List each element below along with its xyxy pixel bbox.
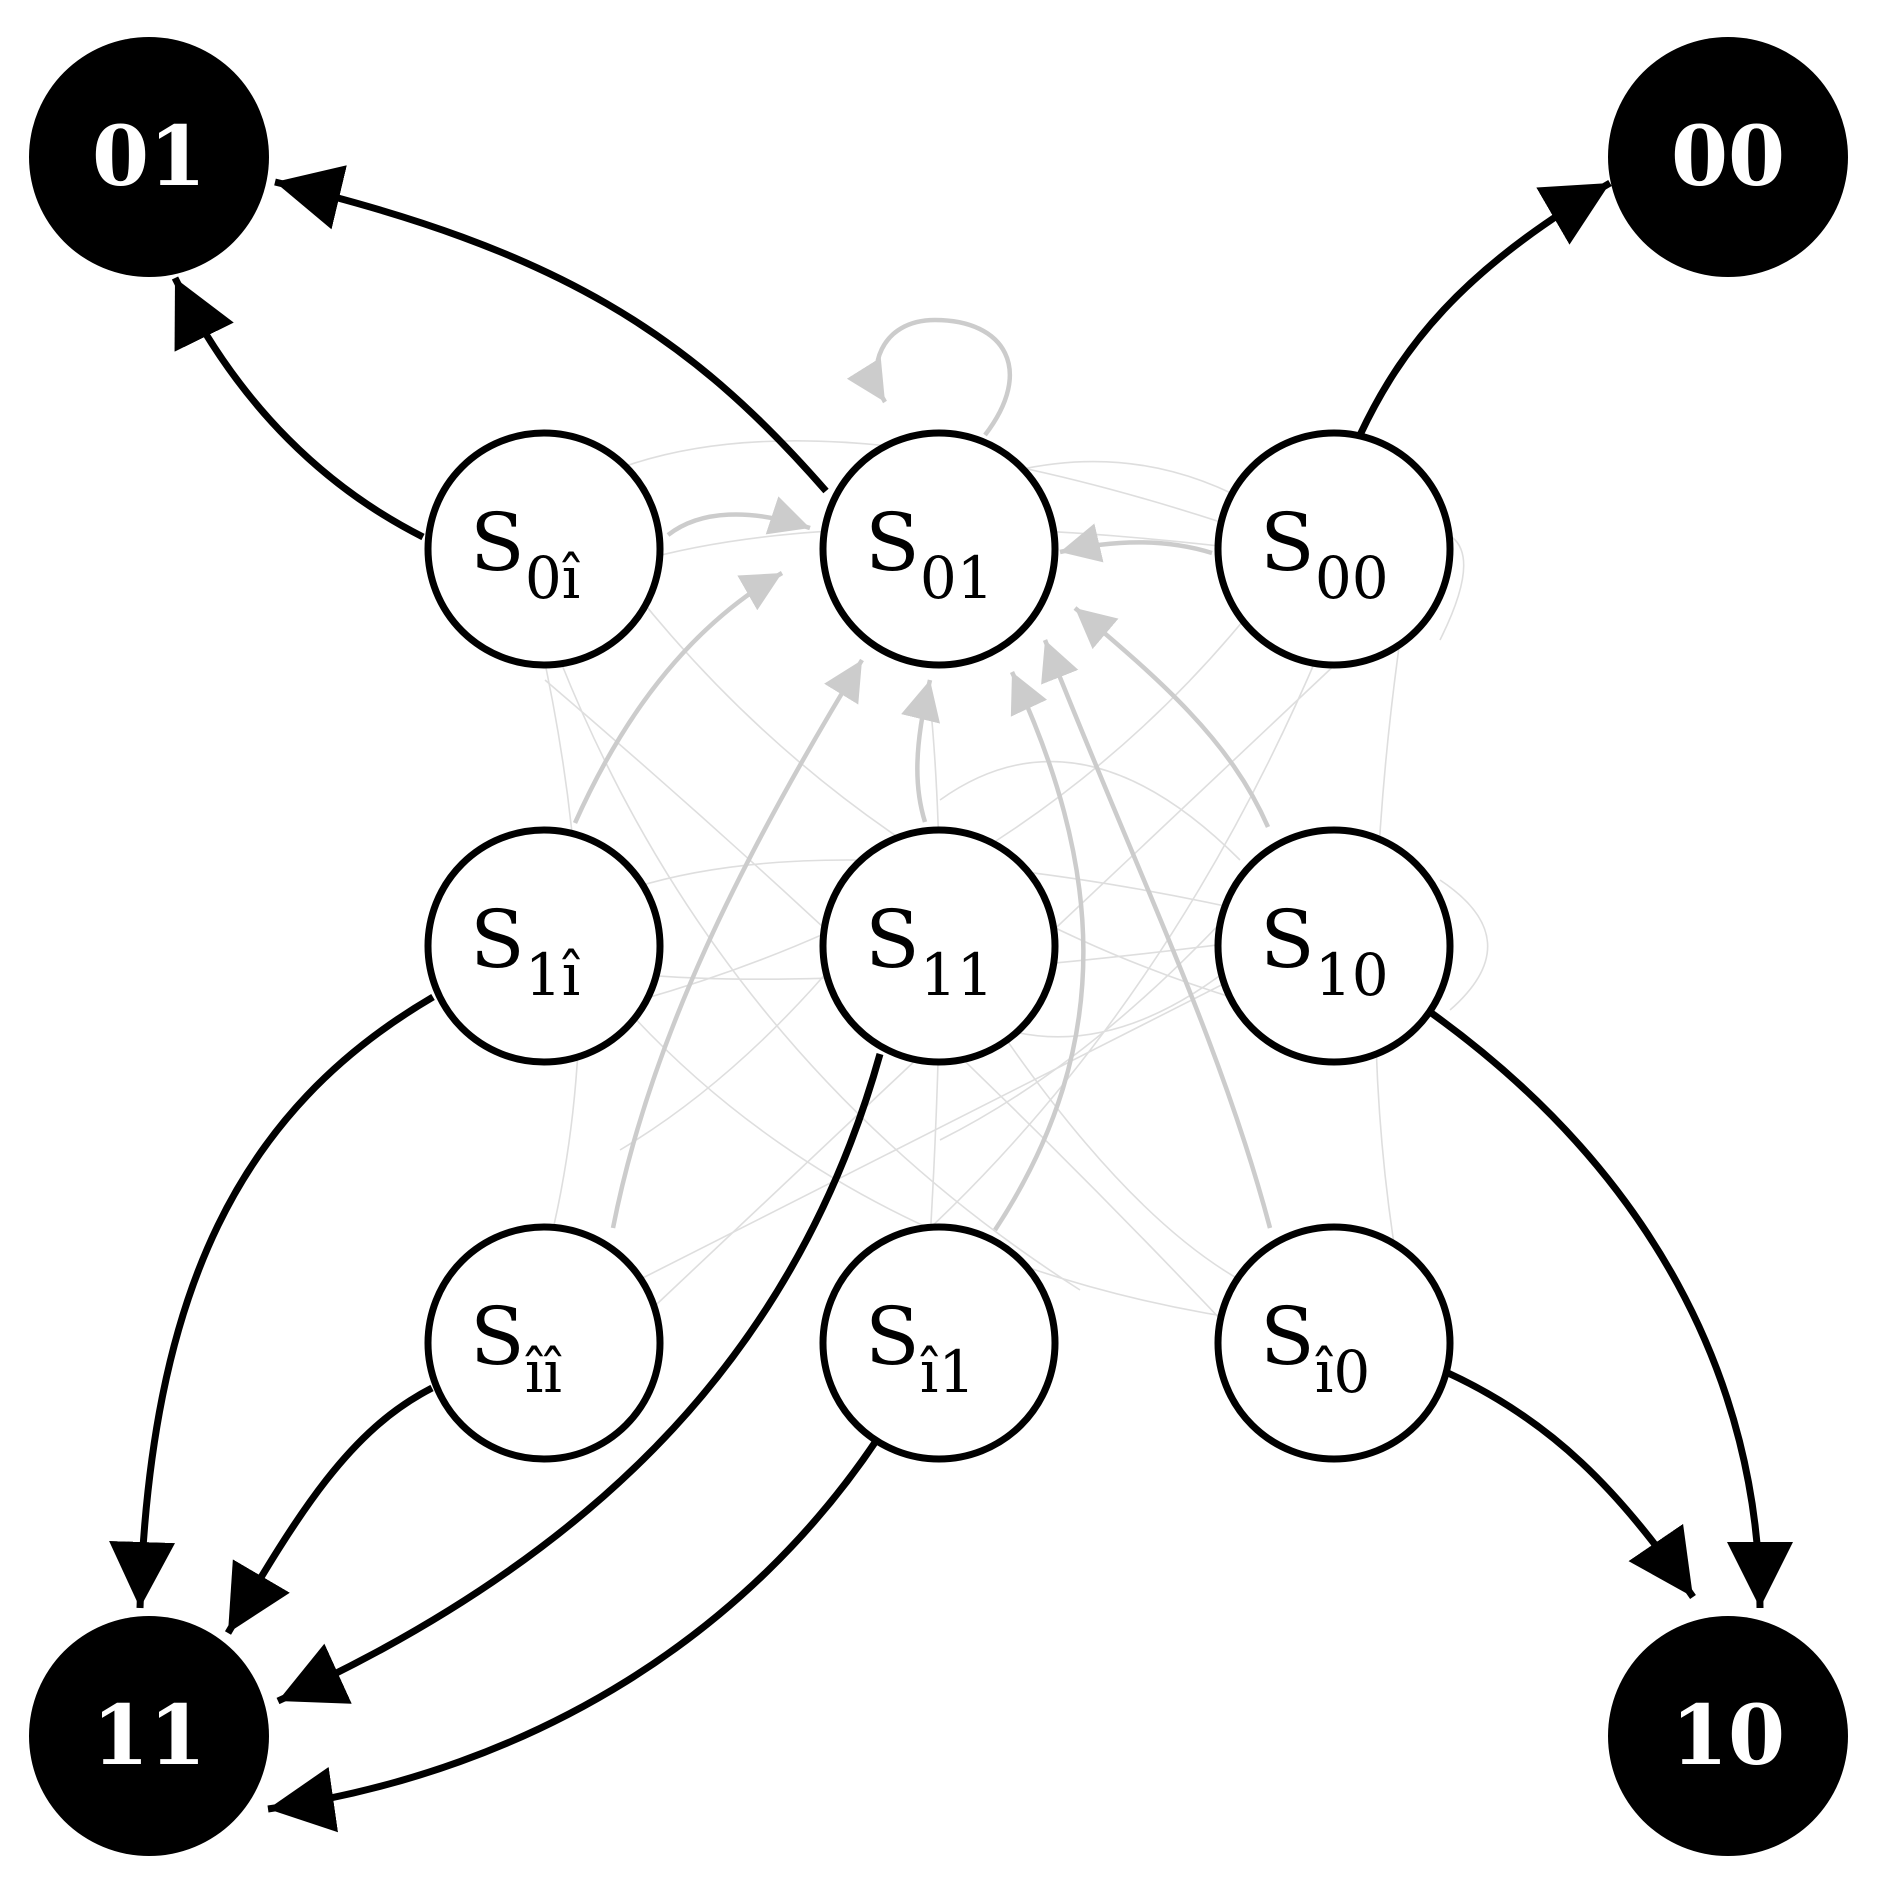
edge-s10-to-10 — [1427, 1009, 1793, 1609]
gray-edge-s1h-to-s01 — [572, 571, 784, 824]
terminal-label: 01 — [92, 109, 206, 205]
terminal-node-01: 01 — [29, 37, 269, 277]
terminal-node-10: 10 — [1608, 1616, 1848, 1856]
state-node-s0-hat1: S0î — [424, 429, 664, 669]
edge-shh-to-11 — [224, 1384, 434, 1635]
terminal-node-11: 11 — [29, 1616, 269, 1856]
edge-s00-to-00 — [1356, 179, 1612, 437]
edge-sh0-to-10 — [1446, 1369, 1696, 1599]
terminal-node-00: 00 — [1608, 37, 1848, 277]
faint-edge — [939, 760, 1241, 861]
state-label: Sî1 — [865, 1290, 975, 1406]
state-label: S00 — [1260, 496, 1389, 612]
state-label: Sî0 — [1260, 1290, 1370, 1406]
state-nodes: S0î S01 S00 S1î S11 — [424, 429, 1454, 1463]
gray-edge-layer — [572, 317, 1273, 1232]
edge-sh1-to-11 — [267, 1436, 881, 1833]
gray-edge-shh-to-s01 — [610, 658, 864, 1229]
state-label: S10 — [1260, 893, 1389, 1009]
state-label: S1î — [470, 893, 581, 1009]
gray-edge-s00-to-s01 — [1059, 523, 1213, 563]
gray-edge-s11-to-s01 — [901, 679, 941, 823]
faint-edge — [1439, 879, 1489, 1011]
gray-edge-s10-to-s01 — [1073, 606, 1271, 828]
state-node-s10: S10 — [1214, 826, 1454, 1066]
terminal-label: 00 — [1671, 109, 1785, 205]
state-node-s01: S01 — [819, 429, 1059, 669]
state-node-s1-hat1: S1î — [424, 826, 664, 1066]
state-label: S11 — [865, 893, 994, 1009]
faint-edge — [559, 659, 1081, 1291]
edge-s01-to-01 — [274, 165, 829, 494]
state-label: Sîî — [470, 1290, 562, 1406]
state-node-s11: S11 — [819, 826, 1059, 1066]
state-node-s-hat1-hat1: Sîî — [424, 1223, 664, 1463]
gray-edge-sh1-to-s01 — [993, 671, 1086, 1232]
edge-s11-to-11 — [276, 1053, 884, 1705]
edge-s1h-to-11 — [109, 993, 435, 1609]
state-label: S01 — [865, 496, 994, 612]
faint-edge — [639, 559, 1291, 1001]
state-node-s-hat1-1: Sî1 — [819, 1223, 1059, 1463]
state-node-s00: S00 — [1214, 429, 1454, 669]
gray-edge-s0h-to-s01 — [666, 496, 811, 537]
main-edge-layer — [109, 165, 1793, 1833]
terminal-label: 11 — [92, 1688, 206, 1784]
faint-edge — [859, 649, 1321, 1291]
state-label: S0î — [470, 496, 581, 612]
terminal-nodes: 01 00 11 10 — [29, 37, 1848, 1856]
gray-edge-self-loop — [846, 317, 1013, 437]
gray-edge-sh0-to-s01 — [1041, 639, 1273, 1229]
terminal-label: 10 — [1671, 1688, 1785, 1784]
edge-s0h-to-01 — [171, 276, 425, 541]
faint-edge — [609, 559, 1241, 1001]
state-node-s-hat1-0: Sî0 — [1214, 1223, 1454, 1463]
